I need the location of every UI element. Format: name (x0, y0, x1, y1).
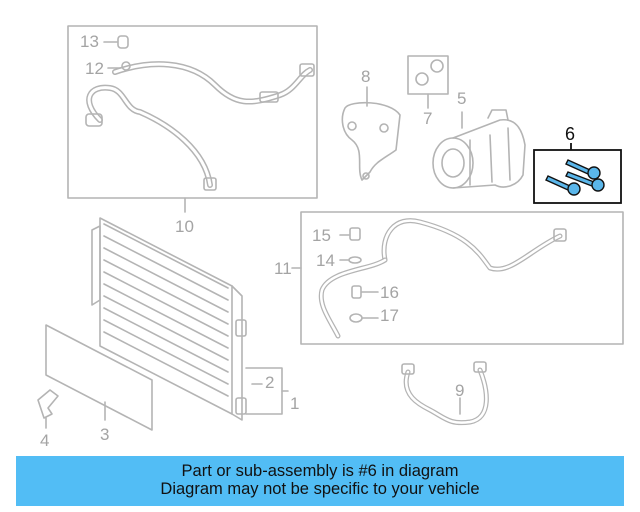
callout-3: 3 (100, 425, 110, 444)
callout-8: 8 (361, 67, 371, 86)
bolt-6-c (545, 175, 581, 196)
compressor-5 (432, 109, 526, 189)
pressure-switch-15 (339, 227, 361, 241)
callout-7: 7 (423, 109, 433, 128)
banner-line-2: Diagram may not be specific to your vehi… (160, 480, 480, 498)
callout-13: 13 (80, 32, 99, 51)
callout-5: 5 (457, 89, 467, 108)
callout-12: 12 (85, 59, 104, 78)
callout-14: 14 (316, 251, 335, 270)
parts-diagram (37, 25, 624, 431)
banner-line-1: Part or sub-assembly is #6 in diagram (181, 462, 459, 480)
callout-1: 1 (290, 394, 300, 413)
condenser-1 (91, 217, 247, 421)
seal-12 (107, 61, 131, 71)
info-banner: Part or sub-assembly is #6 in diagram Di… (16, 456, 624, 506)
o-ring-13 (103, 35, 129, 49)
seal-14 (339, 256, 362, 264)
callout-9: 9 (455, 381, 465, 400)
discharge-hose-9 (401, 361, 489, 426)
bolt-kit-highlight-box-6 (533, 149, 622, 204)
air-guide-3 (45, 324, 153, 431)
callout-6: 6 (565, 124, 576, 144)
leader-1 (245, 367, 283, 415)
sensor-16 (351, 285, 379, 299)
callout-17: 17 (380, 306, 399, 325)
callout-16: 16 (380, 283, 399, 302)
o-ring-17 (349, 313, 379, 323)
bolt-6-b (565, 171, 605, 192)
callout-4: 4 (40, 431, 50, 450)
liquid-line-11 (318, 218, 567, 339)
callout-2: 2 (265, 373, 275, 392)
suction-hose-10 (85, 61, 315, 191)
hose-assembly-box-10 (67, 25, 318, 199)
bolt-6-a (565, 159, 601, 180)
callout-10: 10 (175, 217, 194, 236)
bracket-4 (37, 389, 59, 419)
bracket-8 (341, 101, 401, 181)
liquid-line-box-11 (300, 211, 624, 345)
callout-11: 11 (274, 259, 292, 278)
callout-15: 15 (312, 226, 331, 245)
